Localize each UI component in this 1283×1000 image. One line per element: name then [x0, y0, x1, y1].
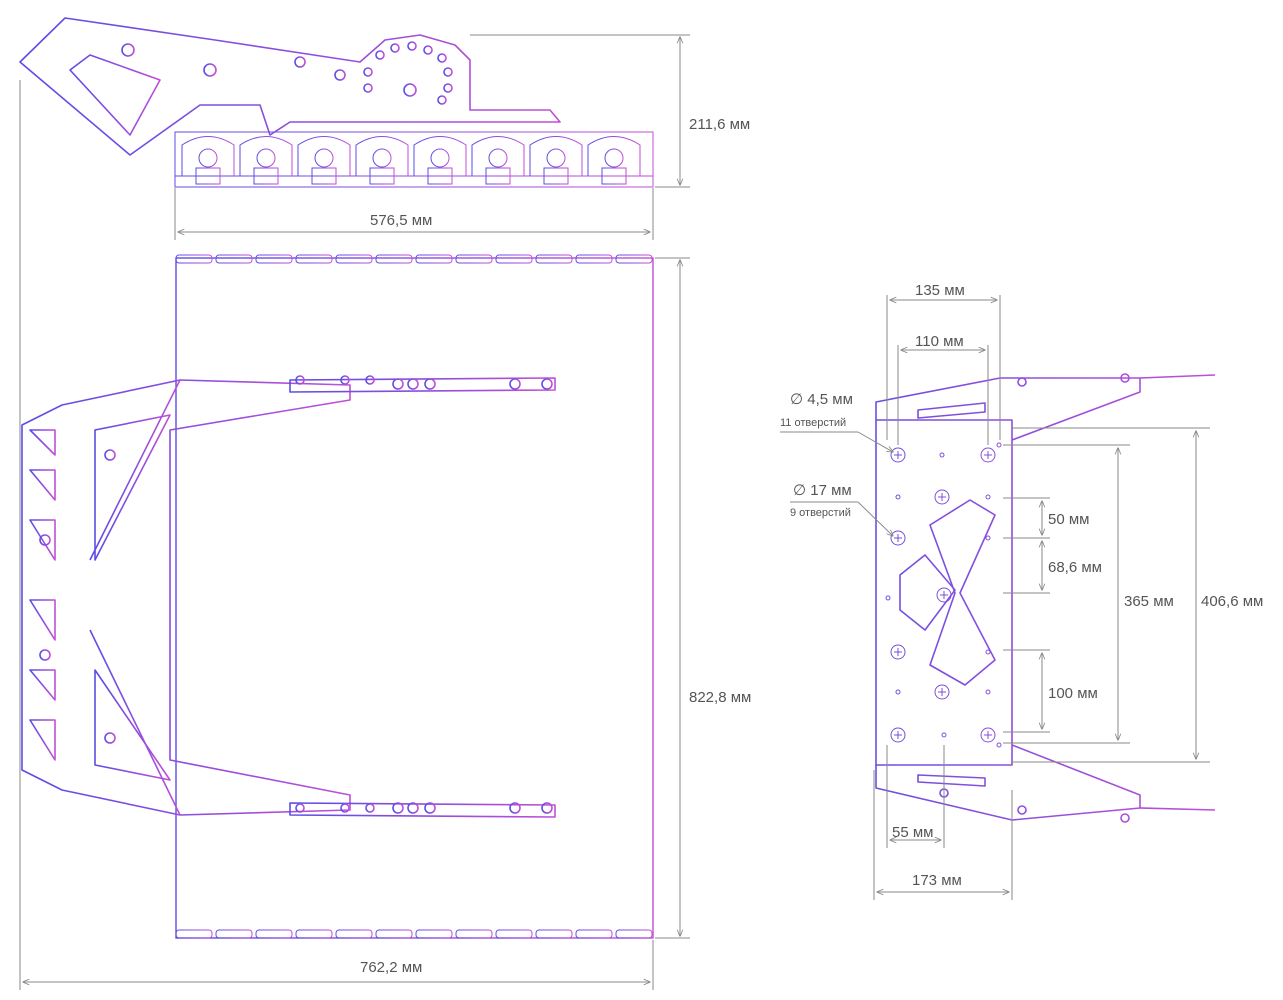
fin-cap	[175, 254, 213, 264]
mounting-hole-4-5	[996, 442, 1002, 448]
fin-cap	[175, 929, 213, 939]
fin-cap	[295, 929, 333, 939]
mounting-hole-4-5	[895, 494, 901, 500]
profile-segment	[471, 136, 525, 185]
fin-cap	[615, 929, 653, 939]
heatsink-profile-top	[174, 131, 654, 188]
dim-top-height: 211,6 мм	[689, 116, 750, 133]
profile-segment	[587, 136, 641, 185]
dim-hole-small: ∅ 4,5 мм	[790, 391, 853, 408]
fin-cap	[215, 254, 253, 264]
fin-cap	[375, 254, 413, 264]
profile-segment	[297, 136, 351, 185]
front-view-dimensions	[19, 34, 690, 990]
fin-cap	[615, 254, 653, 264]
side-bracket	[21, 375, 556, 818]
dim-100: 100 мм	[1048, 685, 1098, 702]
dim-hole-small-count: 11 отверстий	[780, 417, 846, 429]
dim-55: 55 мм	[892, 824, 933, 841]
mounting-hole-17	[936, 587, 952, 603]
mounting-hole-4-5	[985, 535, 991, 541]
mounting-hole-4-5	[985, 494, 991, 500]
profile-segment	[181, 136, 235, 185]
dim-365: 365 мм	[1124, 593, 1174, 610]
mounting-plate-view: 135 мм 110 мм ∅ 4,5 мм 11 отверстий ∅ 17…	[780, 282, 1263, 900]
fin-cap	[415, 929, 453, 939]
dim-110: 110 мм	[915, 333, 964, 350]
profile-segment	[355, 136, 409, 185]
mounting-hole-17	[980, 447, 996, 463]
mounting-hole-17	[890, 644, 906, 660]
profile-segment	[413, 136, 467, 185]
fin-cap	[535, 254, 573, 264]
fin-cap	[255, 929, 293, 939]
dim-hole-large-count: 9 отверстий	[790, 507, 851, 519]
mounting-hole-17	[890, 727, 906, 743]
mounting-hole-17	[890, 447, 906, 463]
mounting-hole-17	[890, 530, 906, 546]
fin-cap	[455, 254, 493, 264]
profile-segment	[529, 136, 583, 185]
fin-cap	[335, 254, 373, 264]
fin-cap	[495, 929, 533, 939]
dim-top-width: 576,5 мм	[370, 212, 432, 229]
dim-hole-large: ∅ 17 мм	[793, 482, 852, 499]
front-view: 211,6 мм 576,5 мм 822,8 мм 762,2 мм	[19, 17, 751, 990]
dim-body-height: 822,8 мм	[689, 689, 751, 706]
dim-173: 173 мм	[912, 872, 962, 889]
dim-135: 135 мм	[915, 282, 965, 299]
mounting-hole-4-5	[939, 452, 945, 458]
mounting-hole-17	[980, 727, 996, 743]
dim-50: 50 мм	[1048, 511, 1089, 528]
fin-cap	[255, 254, 293, 264]
mounting-hole-4-5	[996, 742, 1002, 748]
fin-cap	[495, 254, 533, 264]
dim-68: 68,6 мм	[1048, 559, 1102, 576]
mounting-hole-4-5	[985, 689, 991, 695]
fin-cap	[455, 929, 493, 939]
plate-dimensions	[780, 295, 1210, 900]
mounting-hole-4-5	[885, 595, 891, 601]
mounting-hole-4-5	[941, 732, 947, 738]
fin-cap	[575, 254, 613, 264]
fin-cap	[375, 929, 413, 939]
mounting-hole-4-5	[895, 689, 901, 695]
mounting-hole-17	[934, 489, 950, 505]
fin-cap	[335, 929, 373, 939]
fin-cap	[295, 254, 333, 264]
fin-cap	[575, 929, 613, 939]
plate-holes	[885, 442, 1002, 748]
top-mount-bracket	[19, 17, 561, 156]
fin-cap	[415, 254, 453, 264]
dim-total-width: 762,2 мм	[360, 959, 422, 976]
mounting-hole-17	[934, 684, 950, 700]
fin-cap	[535, 929, 573, 939]
dim-406: 406,6 мм	[1201, 593, 1263, 610]
mounting-hole-4-5	[985, 649, 991, 655]
fin-cap	[215, 929, 253, 939]
heatsink-body	[175, 254, 654, 939]
profile-segment	[239, 136, 293, 185]
